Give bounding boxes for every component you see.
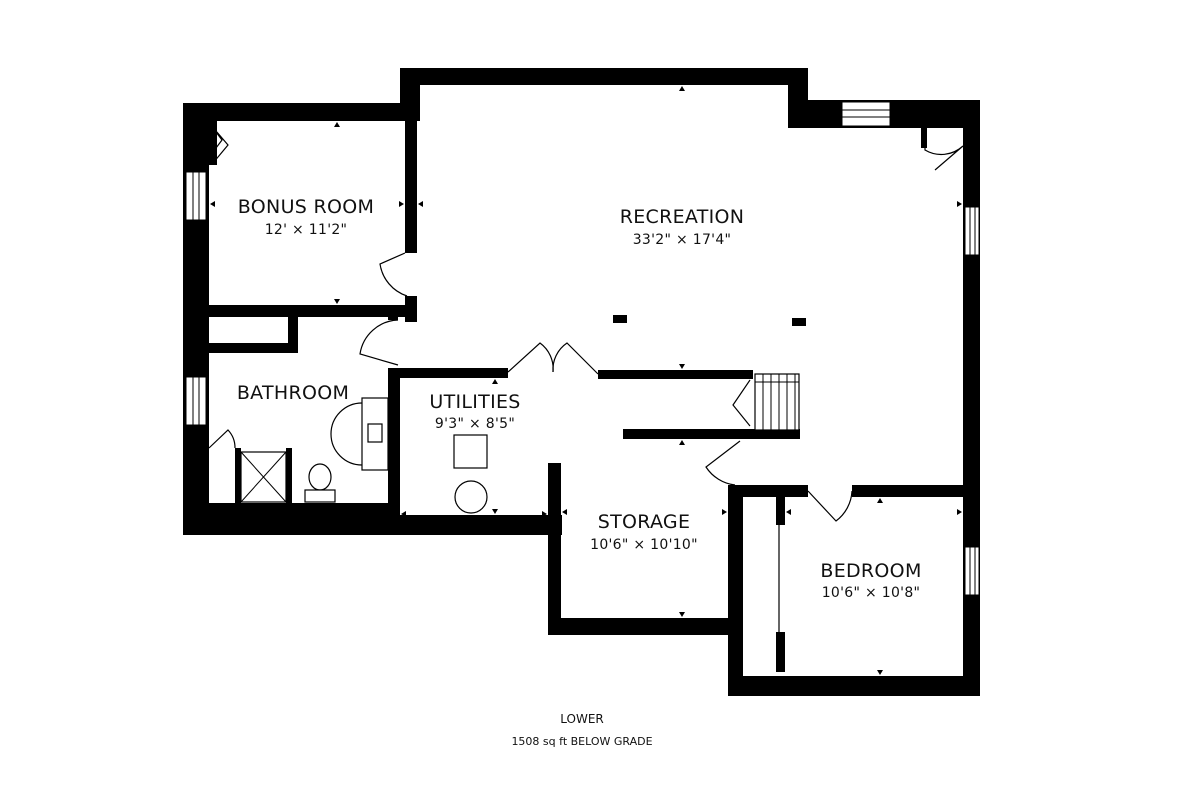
recreation-dimensions: 33'2" × 17'4"	[633, 232, 732, 248]
doors	[208, 121, 964, 672]
room-labels: BONUS ROOM 12' × 11'2" RECREATION 33'2" …	[237, 196, 922, 601]
bathroom-name: BATHROOM	[237, 382, 349, 404]
floor-area: 1508 sq ft BELOW GRADE	[511, 735, 652, 748]
staircase	[754, 373, 800, 431]
floor-caption: LOWER 1508 sq ft BELOW GRADE	[511, 712, 652, 748]
bedroom-name: BEDROOM	[820, 560, 921, 582]
utilities-name: UTILITIES	[429, 391, 520, 413]
storage-dimensions: 10'6" × 10'10"	[590, 537, 698, 553]
interior-walls	[209, 103, 800, 528]
utilities-dimensions: 9'3" × 8'5"	[435, 416, 515, 432]
dimension-markers	[210, 86, 962, 675]
floor-level: LOWER	[560, 712, 604, 726]
windows	[185, 101, 980, 596]
recreation-name: RECREATION	[620, 206, 745, 228]
bedroom-dimensions: 10'6" × 10'8"	[822, 585, 921, 601]
fixtures	[240, 315, 806, 514]
bonus-room-name: BONUS ROOM	[238, 196, 374, 218]
storage-name: STORAGE	[598, 511, 691, 533]
bonus-room-dimensions: 12' × 11'2"	[265, 222, 348, 238]
